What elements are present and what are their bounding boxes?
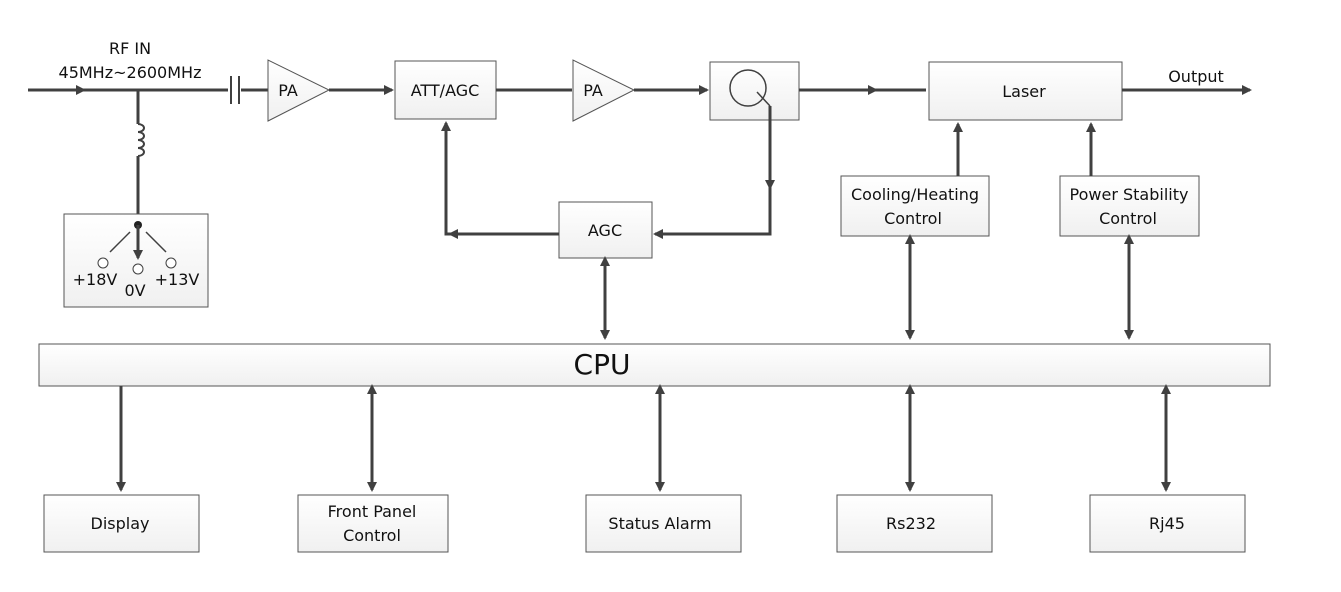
cooling-heating-label-line2: Control xyxy=(884,209,942,228)
output-label: Output xyxy=(1168,67,1224,86)
wire-coupler-to-agc xyxy=(653,188,772,239)
switch-contact-18v xyxy=(97,257,109,269)
wire-agc-to-left xyxy=(441,121,559,236)
inductor-coil xyxy=(137,123,145,157)
status-alarm-box xyxy=(585,494,742,553)
rj45-box xyxy=(1089,494,1246,553)
att-agc-label: ATT/AGC xyxy=(411,81,480,100)
rs232-label: Rs232 xyxy=(886,514,936,533)
laser-label: Laser xyxy=(1002,82,1046,101)
power-stability-label-line1: Power Stability xyxy=(1070,185,1189,204)
front-panel-control-box xyxy=(297,494,449,553)
agc-box xyxy=(558,201,653,259)
front-panel-label-line2: Control xyxy=(343,526,401,545)
power-stability-box xyxy=(1059,175,1200,237)
cpu-box xyxy=(38,343,1271,387)
rj45-label: Rj45 xyxy=(1149,514,1185,533)
display-label: Display xyxy=(91,514,150,533)
pa1-amplifier xyxy=(267,59,331,122)
rs232-box xyxy=(836,494,993,553)
pa2-amplifier xyxy=(572,59,636,122)
rf-in-label: RF IN xyxy=(109,39,151,58)
switch-dash-left xyxy=(109,231,131,253)
laser-box xyxy=(928,61,1123,121)
switch-label-0v: 0V xyxy=(124,281,145,300)
switch-contact-0v xyxy=(132,263,144,275)
pa1-label: PA xyxy=(278,81,298,100)
display-box xyxy=(43,494,200,553)
front-panel-label-line1: Front Panel xyxy=(328,502,417,521)
pa2-label: PA xyxy=(583,81,603,100)
agc-label: AGC xyxy=(588,221,622,240)
rf-in-range-label: 45MHz~2600MHz xyxy=(59,63,202,82)
switch-label-13v: +13V xyxy=(155,270,200,289)
switch-dash-right xyxy=(145,231,167,253)
power-stability-label-line2: Control xyxy=(1099,209,1157,228)
status-alarm-label: Status Alarm xyxy=(608,514,711,533)
coupler-circle xyxy=(729,69,767,107)
cpu-label: CPU xyxy=(574,348,631,381)
cooling-heating-box xyxy=(840,175,990,237)
switch-contact-13v xyxy=(165,257,177,269)
power-switch-box xyxy=(63,213,209,308)
att-agc-box xyxy=(394,60,497,120)
cooling-heating-label-line1: Cooling/Heating xyxy=(851,185,979,204)
switch-label-18v: +18V xyxy=(73,270,118,289)
coupler-tap xyxy=(756,91,771,107)
